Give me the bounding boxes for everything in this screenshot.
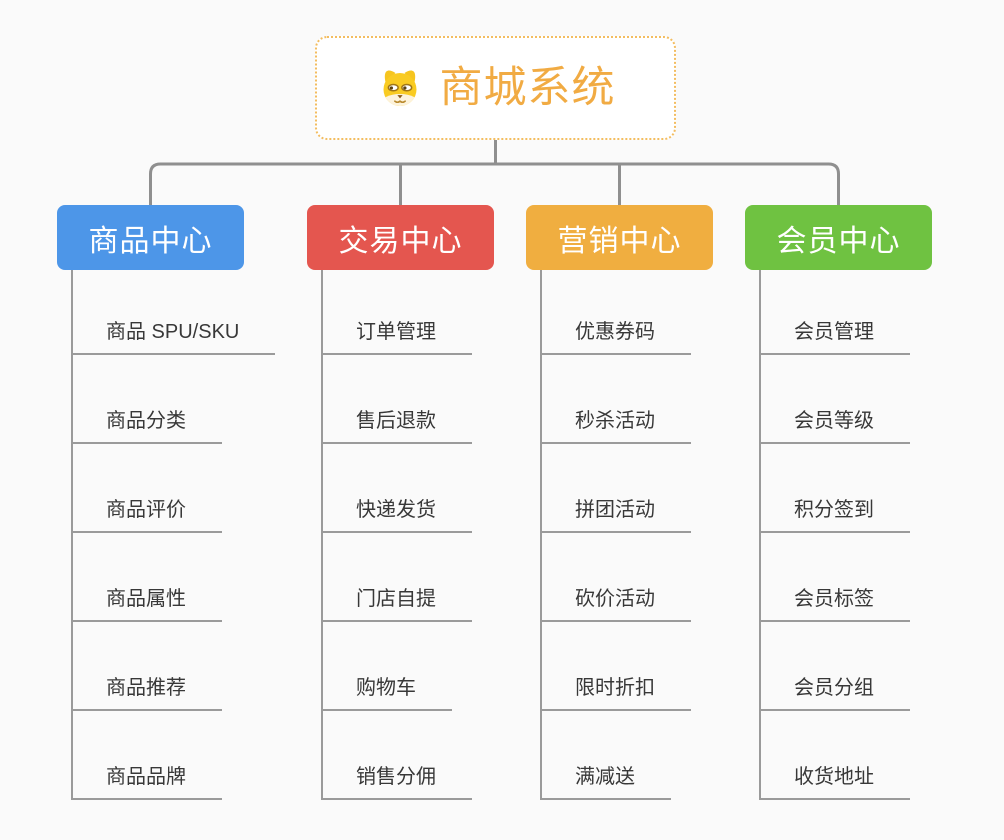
branch-label: 营销中心 (557, 224, 682, 258)
node-item[interactable]: 优惠券码 (540, 319, 691, 355)
branch-box-marketing-center[interactable]: 营销中心 (526, 205, 713, 270)
node-item[interactable]: 购物车 (321, 675, 452, 711)
node-item[interactable]: 商品推荐 (71, 675, 222, 711)
node-item[interactable]: 会员等级 (759, 408, 910, 444)
branch-spine-trade (321, 270, 323, 800)
node-item[interactable]: 秒杀活动 (540, 408, 691, 444)
branch-bus-line (149, 162, 840, 205)
node-item[interactable]: 满减送 (540, 764, 671, 800)
node-item[interactable]: 销售分佣 (321, 764, 472, 800)
branch-box-member-center[interactable]: 会员中心 (745, 205, 932, 270)
branch-label: 会员中心 (776, 224, 901, 258)
node-item[interactable]: 会员标签 (759, 586, 910, 622)
node-item[interactable]: 商品品牌 (71, 764, 222, 800)
node-item[interactable]: 会员管理 (759, 319, 910, 355)
dog-face-icon (376, 64, 424, 112)
node-item[interactable]: 会员分组 (759, 675, 910, 711)
node-item[interactable]: 积分签到 (759, 497, 910, 533)
branch-spine-member (759, 270, 761, 800)
branch-box-product-center[interactable]: 商品中心 (57, 205, 244, 270)
node-item[interactable]: 商品分类 (71, 408, 222, 444)
node-item[interactable]: 门店自提 (321, 586, 472, 622)
node-item[interactable]: 售后退款 (321, 408, 472, 444)
branch-spine-marketing (540, 270, 542, 800)
node-item[interactable]: 商品评价 (71, 497, 222, 533)
branch-label: 商品中心 (88, 224, 213, 258)
branch-label: 交易中心 (338, 224, 463, 258)
node-item[interactable]: 快递发货 (321, 497, 472, 533)
node-item[interactable]: 商品 SPU/SKU (71, 319, 276, 355)
root-node[interactable]: 商城系统 (315, 36, 676, 140)
branch-spine-product (71, 270, 73, 800)
node-item[interactable]: 商品属性 (71, 586, 222, 622)
node-item[interactable]: 收货地址 (759, 764, 910, 800)
node-item[interactable]: 拼团活动 (540, 497, 691, 533)
node-item[interactable]: 订单管理 (321, 319, 472, 355)
root-title: 商城系统 (439, 63, 616, 112)
node-item[interactable]: 限时折扣 (540, 675, 691, 711)
node-item[interactable]: 砍价活动 (540, 586, 691, 622)
branch-box-trade-center[interactable]: 交易中心 (307, 205, 494, 270)
